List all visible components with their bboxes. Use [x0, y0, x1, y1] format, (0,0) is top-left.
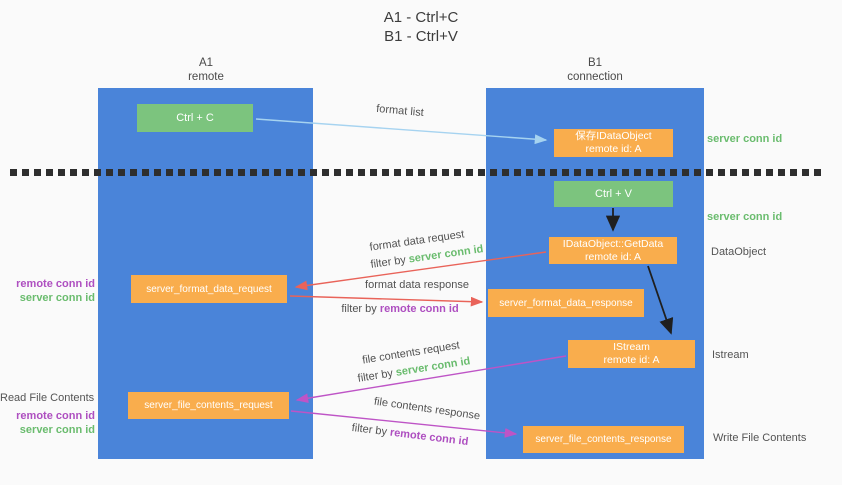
- diagram-title: A1 - Ctrl+C B1 - Ctrl+V: [271, 8, 571, 46]
- remote-conn-id-label-top-left: remote conn id: [16, 278, 95, 290]
- ctrl-c-node: Ctrl + C: [137, 104, 253, 132]
- remote-conn-id-label-bottom-left: remote conn id: [16, 410, 95, 422]
- save-dataobject-node: 保存IDataObject remote id: A: [554, 129, 673, 157]
- left-column-header: A1 remote: [146, 56, 266, 84]
- server-format-data-request-label: server_format_data_request: [146, 283, 272, 295]
- server-format-data-response-label: server_format_data_response: [499, 297, 633, 309]
- ctrl-v-label: Ctrl + V: [595, 187, 632, 200]
- save-dataobject-line2: remote id: A: [585, 143, 642, 155]
- getdata-line2: remote id: A: [584, 250, 642, 263]
- server-format-data-request-node: server_format_data_request: [131, 275, 287, 303]
- file-contents-request-arrow: [295, 355, 567, 404]
- file-contents-response-arrow: [290, 410, 518, 438]
- filter-by-text-2: filter by: [341, 303, 380, 315]
- format-data-response-label: format data response: [365, 279, 469, 291]
- left-column-name: A1: [198, 57, 214, 69]
- save-dataobject-line1: 保存IDataObject: [575, 130, 652, 142]
- server-conn-id-label-bottom-left: server conn id: [19, 424, 95, 436]
- right-column-header: B1 connection: [535, 56, 655, 84]
- server-file-contents-response-node: server_file_contents_response: [523, 426, 684, 453]
- server-format-data-response-node: server_format_data_response: [488, 289, 644, 317]
- format-list-arrow: [255, 118, 548, 145]
- getdata-node: IDataObject::GetData remote id: A: [549, 237, 677, 264]
- read-file-contents-label: Read File Contents: [0, 392, 95, 404]
- ctrl-c-label: Ctrl + C: [176, 111, 214, 124]
- server-conn-id-label-top-left: server conn id: [19, 292, 95, 304]
- getdata-line1: IDataObject::GetData: [562, 237, 664, 250]
- remote-conn-id-highlight-1: remote conn id: [379, 303, 459, 315]
- write-file-contents-label: Write File Contents: [713, 432, 807, 444]
- server-file-contents-request-node: server_file_contents_request: [128, 392, 289, 419]
- istream-side-label: Istream: [712, 349, 749, 361]
- ctrl-v-node: Ctrl + V: [554, 181, 673, 207]
- format-data-request-arrow: [294, 251, 547, 291]
- title-line-2: B1 - Ctrl+V: [384, 28, 458, 45]
- getdata-to-istream-arrow: [647, 265, 674, 335]
- filter-by-remote-conn-id-label-1: filter by remote conn id: [320, 303, 480, 315]
- server-conn-id-label-mid-right: server conn id: [707, 211, 783, 223]
- istream-line2: remote id: A: [603, 354, 660, 366]
- title-line-1: A1 - Ctrl+C: [383, 9, 459, 26]
- right-column-name: B1: [587, 57, 603, 69]
- left-column-role: remote: [188, 71, 224, 83]
- format-data-response-arrow: [289, 295, 484, 307]
- right-column-role: connection: [567, 71, 623, 83]
- istream-node: IStream remote id: A: [568, 340, 695, 368]
- dataobject-label: DataObject: [711, 246, 767, 258]
- server-file-contents-response-label: server_file_contents_response: [535, 434, 672, 445]
- copy-paste-divider-line: [10, 169, 822, 176]
- server-conn-id-label-top-right: server conn id: [707, 133, 783, 145]
- server-file-contents-request-label: server_file_contents_request: [144, 400, 273, 411]
- istream-line1: IStream: [613, 341, 650, 353]
